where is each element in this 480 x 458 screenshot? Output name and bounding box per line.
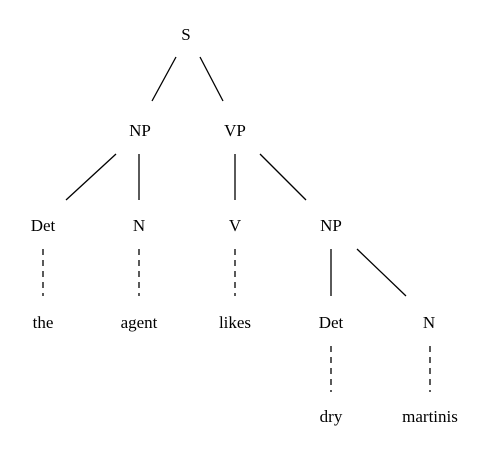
word-agent: agent <box>121 313 158 332</box>
word-the: the <box>33 313 54 332</box>
node-vp: VP <box>224 121 246 140</box>
word-likes: likes <box>219 313 251 332</box>
edge-s-vp <box>199 56 224 102</box>
edge-np2-n2 <box>356 248 407 297</box>
node-np-subject: NP <box>129 121 151 140</box>
node-n-martinis: N <box>423 313 435 332</box>
edge-np1-det1 <box>65 153 117 201</box>
word-martinis: martinis <box>402 407 458 426</box>
node-n-agent: N <box>133 216 145 235</box>
node-det-the: Det <box>31 216 56 235</box>
word-dry: dry <box>320 407 343 426</box>
node-det-dry: Det <box>319 313 344 332</box>
tree-labels: S NP VP Det N V NP the agent likes Det N… <box>31 25 458 426</box>
edge-vp-np2 <box>259 153 307 201</box>
node-s: S <box>181 25 190 44</box>
edge-s-np1 <box>151 56 177 102</box>
node-np-object: NP <box>320 216 342 235</box>
node-v: V <box>229 216 242 235</box>
tree-edges <box>42 56 431 392</box>
